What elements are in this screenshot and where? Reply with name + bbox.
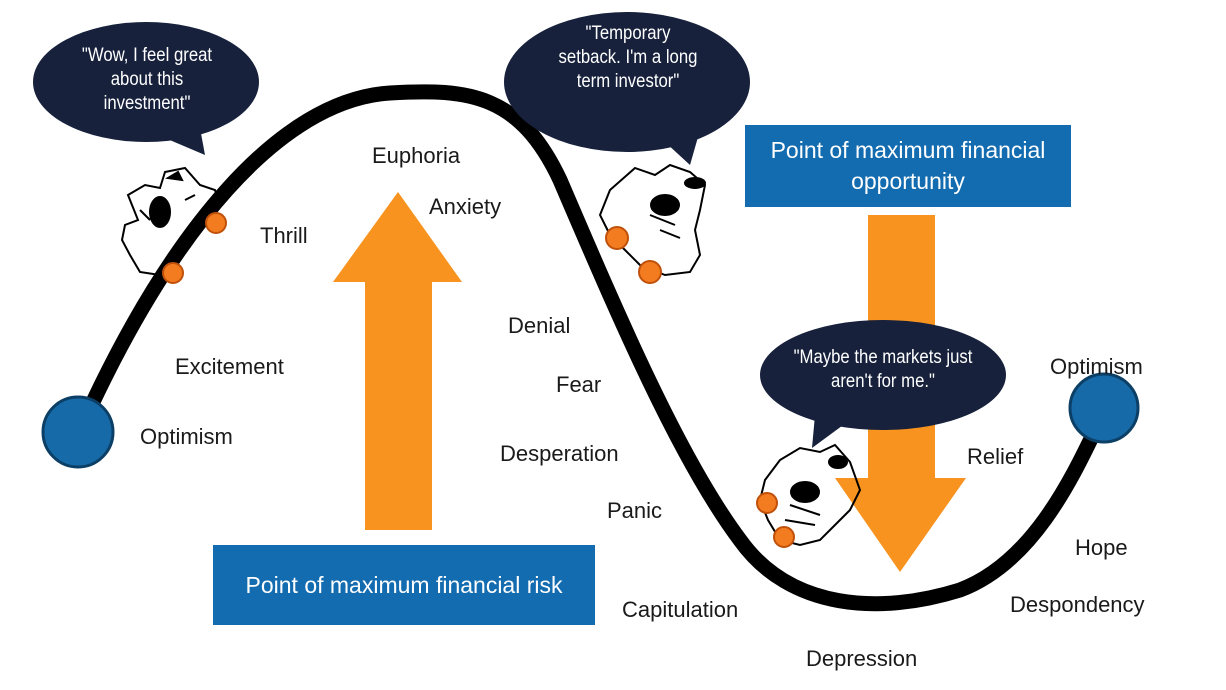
label-euphoria: Euphoria [372, 143, 461, 168]
orange-dot [162, 262, 184, 284]
label-despondency: Despondency [1010, 592, 1145, 617]
orange-dots [162, 212, 795, 548]
label-relief: Relief [967, 444, 1024, 469]
bubble-top-text: "Temporary setback. I'm a long term inve… [558, 23, 698, 92]
max-risk-box: Point of maximum financial risk [213, 545, 595, 625]
label-fear: Fear [556, 372, 602, 397]
up-arrow [333, 192, 462, 530]
bubble-left-text: "Wow, I feel great about this investment… [81, 45, 213, 114]
label-capitulation: Capitulation [622, 597, 739, 622]
speech-bubble-left [33, 22, 259, 155]
investor-happy-figure [120, 166, 222, 277]
speech-bubble-top [504, 12, 750, 165]
label-denial: Denial [508, 313, 571, 338]
label-thrill: Thrill [260, 223, 308, 248]
orange-dot [756, 492, 778, 514]
label-excitement: Excitement [175, 354, 284, 379]
orange-dot [605, 226, 629, 250]
max-opportunity-box: Point of maximum financial opportunity [745, 125, 1071, 207]
label-optimism-end: Optimism [1050, 354, 1143, 379]
speech-bubble-right [760, 320, 1006, 448]
cycle-curve [72, 84, 1113, 612]
investor-worried-figure [598, 163, 707, 277]
investor-despondent-figure [758, 443, 862, 547]
label-hope: Hope [1075, 535, 1128, 560]
orange-dot [638, 260, 662, 284]
start-dot [41, 395, 115, 469]
label-optimism-start: Optimism [140, 424, 233, 449]
label-desperation: Desperation [500, 441, 619, 466]
orange-dot [773, 526, 795, 548]
orange-dot [205, 212, 227, 234]
label-depression: Depression [806, 646, 918, 671]
label-anxiety: Anxiety [429, 194, 502, 219]
bubble-right-text: "Maybe the markets just aren't for me." [793, 347, 973, 392]
end-dot [1068, 372, 1140, 444]
label-panic: Panic [607, 498, 663, 523]
